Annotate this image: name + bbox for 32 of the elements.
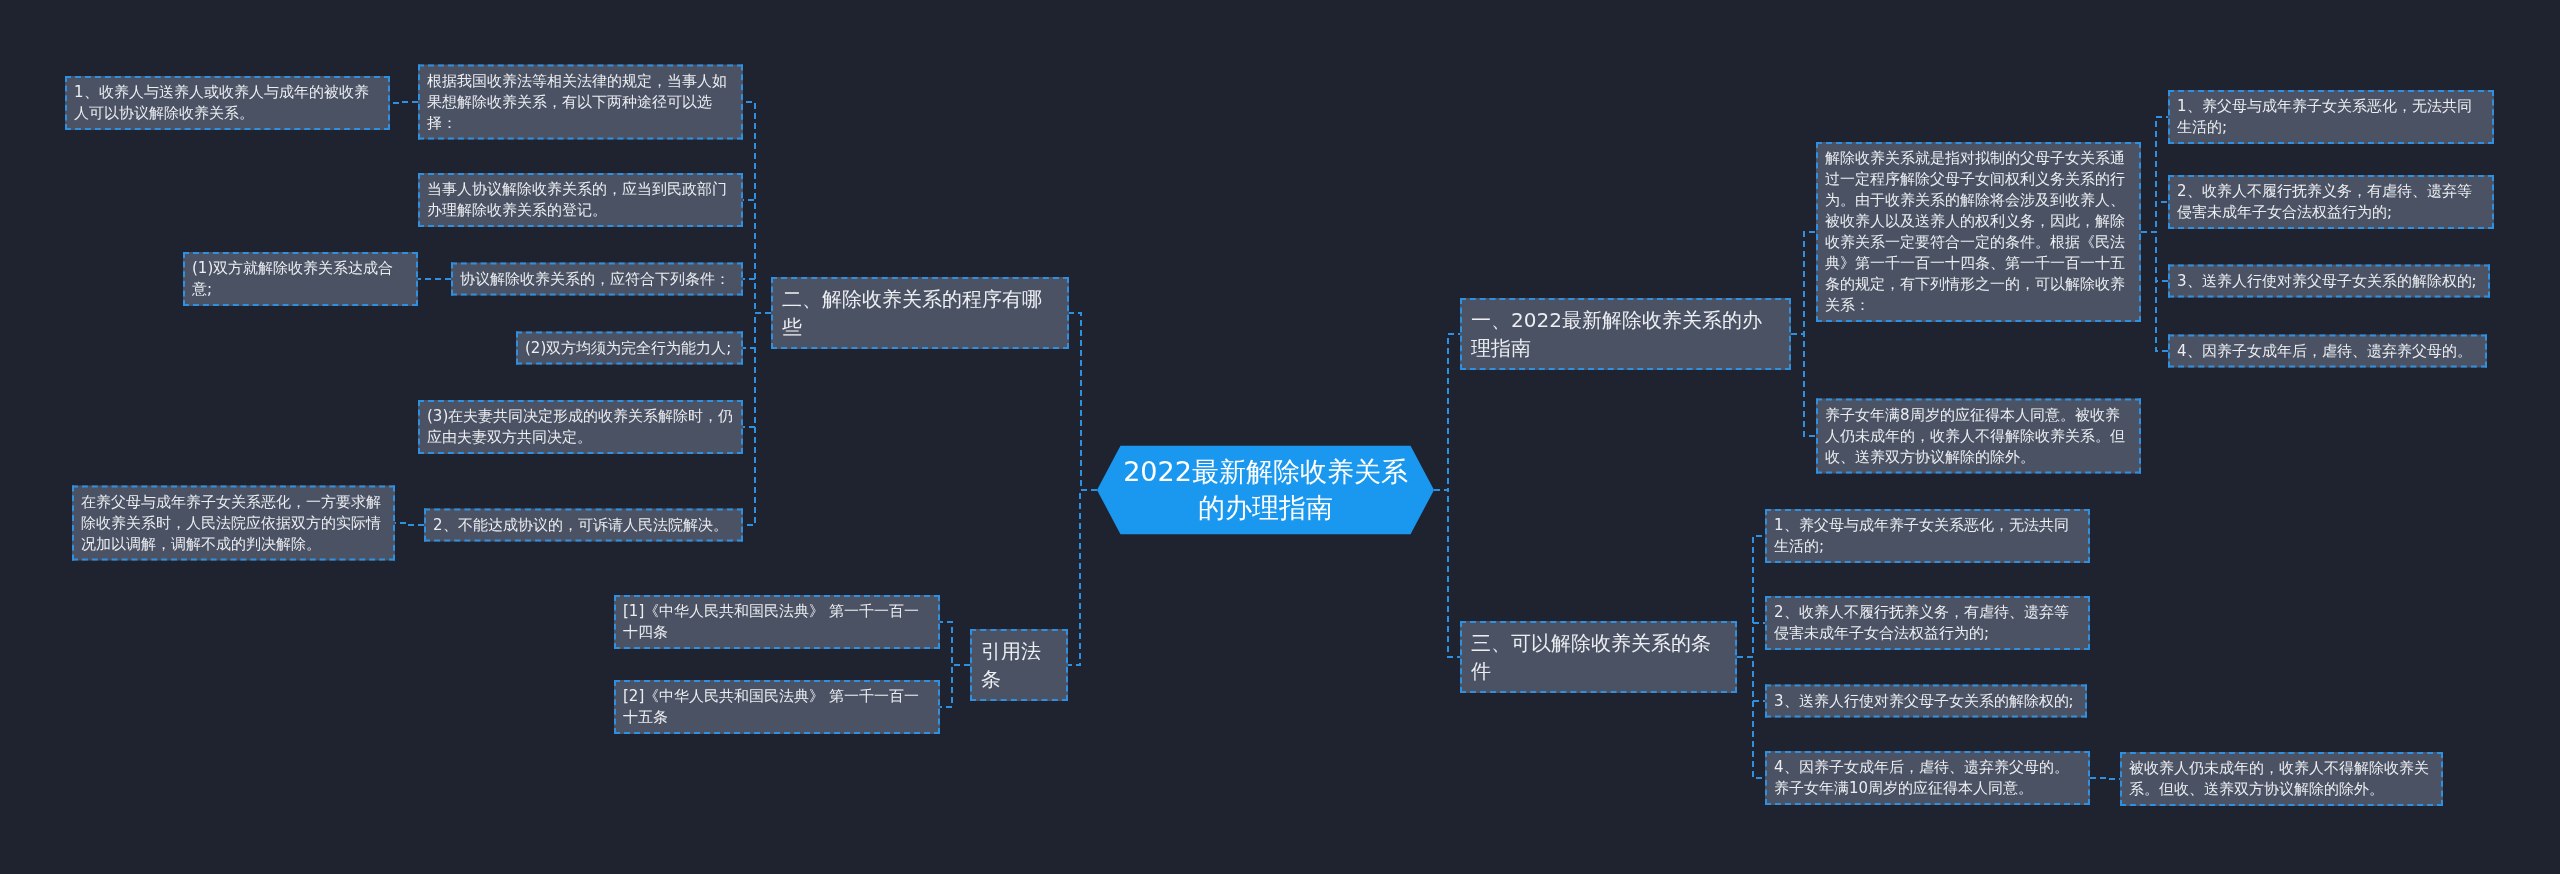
topic-box: 3、送养人行使对养父母子女关系的解除权的; — [1765, 684, 2087, 718]
topic-box: 养子女年满8周岁的应征得本人同意。被收养人仍未成年的，收养人不得解除收养关系。但收、送养双方协议解除的除外。 — [1816, 398, 2141, 474]
topic-box: 解除收养关系就是指对拟制的父母子女关系通过一定程序解除父母子女间权利义务关系的行为。由于收养关系的解除将会涉及到收养人、被收养人以及送养人的权利义务，因此，解除收养关系一定要符合一定的条件。根据《民法典》第一千一百一十四条、第一千一百一十五条的规定，有下列情形之一的，可以解除收养关系： — [1816, 142, 2141, 322]
topic-box: 1、养父母与成年养子女关系恶化，无法共同生活的; — [1765, 509, 2090, 563]
topic-box: 当事人协议解除收养关系的，应当到民政部门办理解除收养关系的登记。 — [418, 173, 743, 227]
topic-box: (2)双方均须为完全行为能力人; — [516, 331, 743, 365]
branch-topic: 一、2022最新解除收养关系的办理指南 — [1460, 298, 1791, 370]
connector — [417, 278, 452, 280]
topic-box: 在养父母与成年养子女关系恶化，一方要求解除收养关系时，人民法院应依据双方的实际情况加以调解，调解不成的判决解除。 — [72, 485, 395, 561]
topic-box: 2、收养人不履行抚养义务，有虐待、遗弃等侵害未成年子女合法权益行为的; — [1765, 596, 2090, 650]
branch-topic: 引用法条 — [970, 629, 1068, 701]
branch-topic: 二、解除收养关系的程序有哪些 — [771, 277, 1069, 349]
topic-box: 2、收养人不履行抚养义务，有虐待、遗弃等侵害未成年子女合法权益行为的; — [2168, 175, 2494, 229]
topic-box: [2]《中华人民共和国民法典》 第一千一百一十五条 — [614, 680, 940, 734]
topic-box: 3、送养人行使对养父母子女关系的解除权的; — [2168, 264, 2490, 298]
topic-box: 4、因养子女成年后，虐待、遗弃养父母的。养子女年满10周岁的应征得本人同意。 — [1765, 751, 2090, 805]
topic-box: (3)在夫妻共同决定形成的收养关系解除时，仍应由夫妻双方共同决定。 — [418, 400, 743, 454]
central-topic: 2022最新解除收养关系的办理指南 — [1097, 445, 1434, 535]
branch-topic: 三、可以解除收养关系的条件 — [1460, 621, 1737, 693]
topic-box: 4、因养子女成年后，虐待、遗弃养父母的。 — [2168, 334, 2487, 368]
topic-box: 2、不能达成协议的，可诉请人民法院解决。 — [424, 508, 743, 542]
connector — [1433, 489, 1461, 658]
topic-box: 协议解除收养关系的，应符合下列条件： — [451, 262, 743, 296]
topic-box: [1]《中华人民共和国民法典》 第一千一百一十四条 — [614, 595, 940, 649]
topic-box: 1、收养人与送养人或收养人与成年的被收养人可以协议解除收养关系。 — [65, 76, 390, 130]
topic-box: 1、养父母与成年养子女关系恶化，无法共同生活的; — [2168, 90, 2494, 144]
connector — [1067, 489, 1098, 666]
connector — [1790, 333, 1817, 437]
topic-box: (1)双方就解除收养关系达成合意; — [183, 252, 418, 306]
connector — [2140, 231, 2169, 352]
topic-box: 根据我国收养法等相关法律的规定，当事人如果想解除收养关系，有以下两种途径可以选择： — [418, 64, 743, 140]
topic-box: 被收养人仍未成年的，收养人不得解除收养关系。但收、送养双方协议解除的除外。 — [2120, 752, 2443, 806]
